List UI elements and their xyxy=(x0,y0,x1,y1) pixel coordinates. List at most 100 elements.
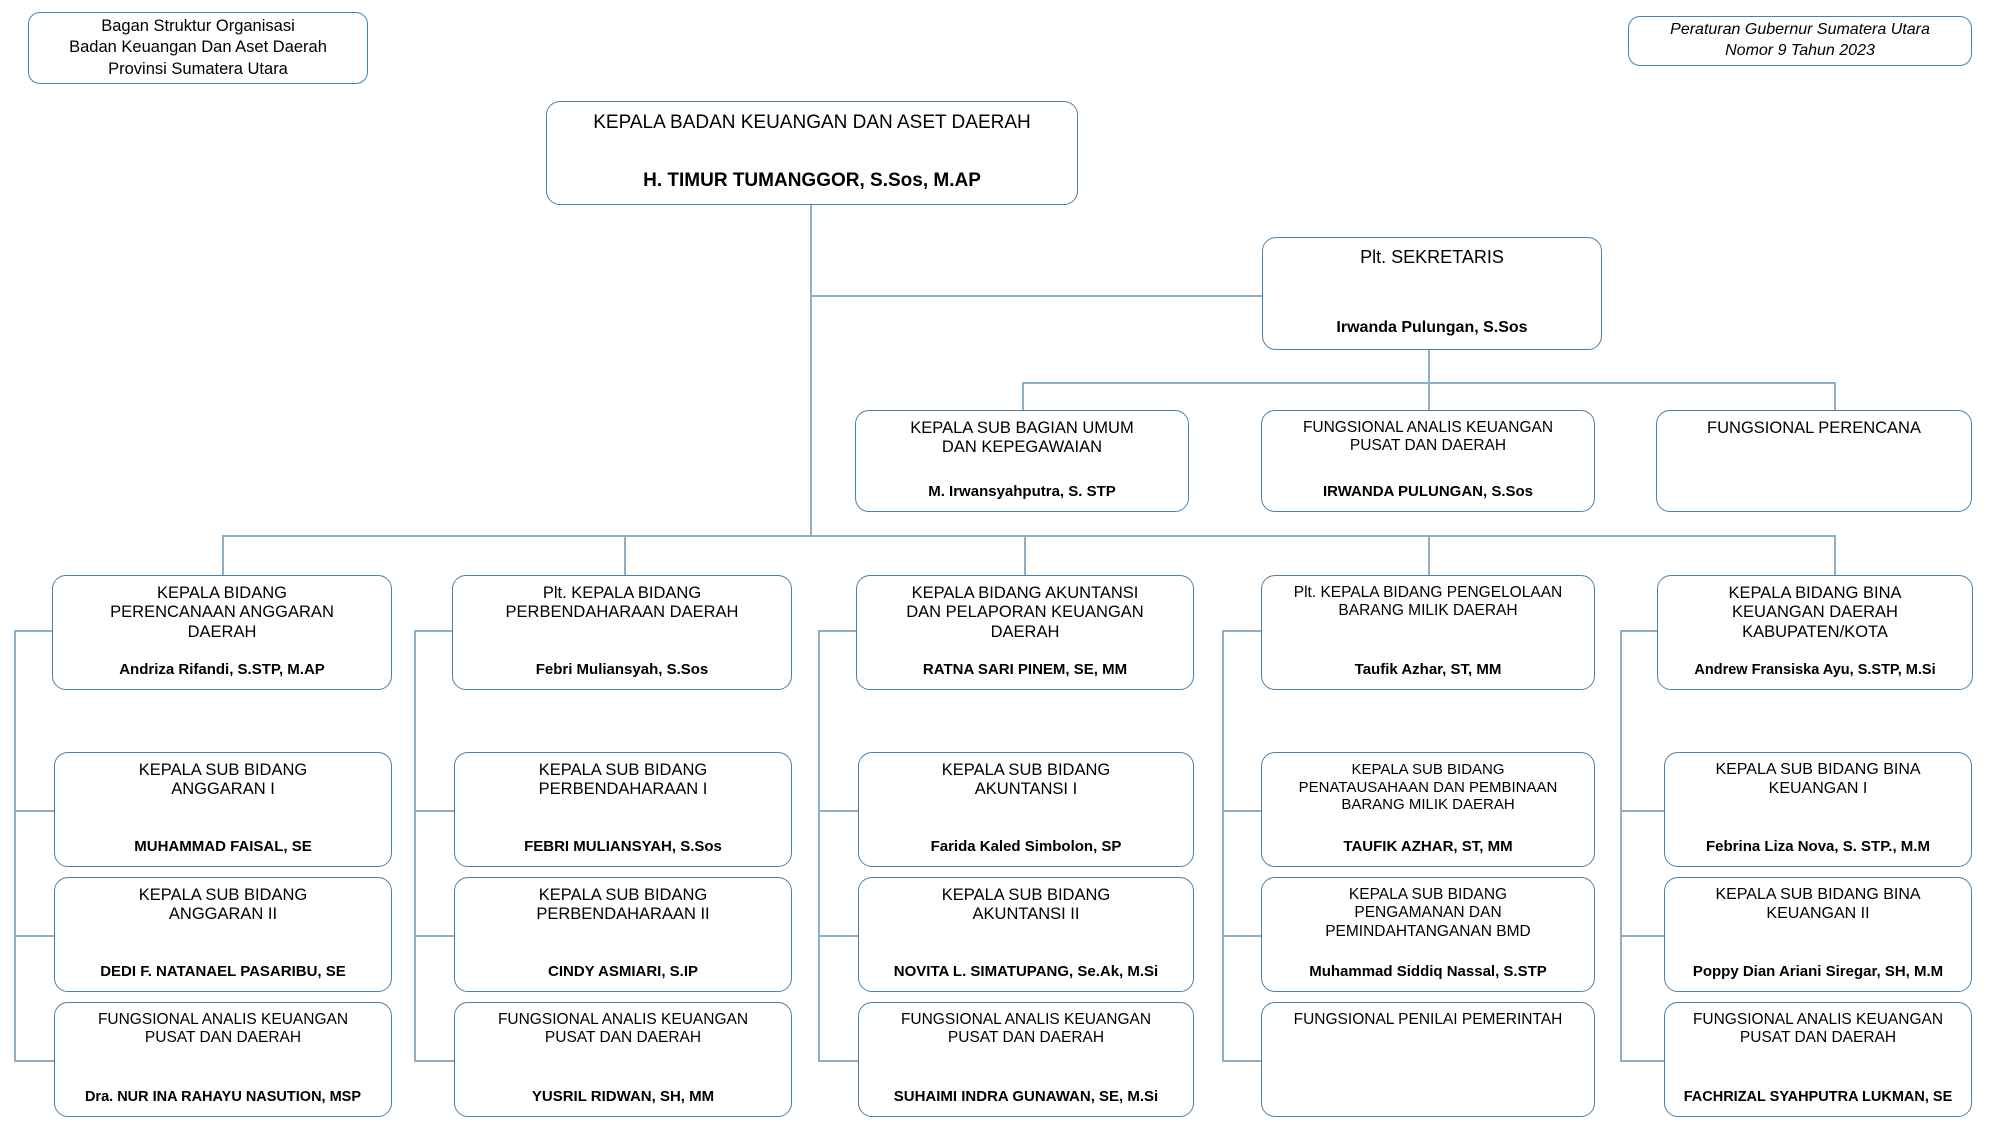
node-division-2-head[interactable]: Plt. KEPALA BIDANG PERBENDAHARAAN DAERAH… xyxy=(452,575,792,690)
connector-col2-to-child-3 xyxy=(414,1060,454,1062)
node-division-4-child-1-person: TAUFIK AZHAR, ST, MM xyxy=(1343,838,1513,856)
node-division-3-child-1-title: KEPALA SUB BIDANG AKUNTANSI I xyxy=(941,761,1111,799)
connector-col5-to-child-1 xyxy=(1620,810,1664,812)
node-division-3-child-3-title: FUNGSIONAL ANALIS KEUANGAN PUSAT DAN DAE… xyxy=(900,1011,1152,1047)
node-division-4-head[interactable]: Plt. KEPALA BIDANG PENGELOLAAN BARANG MI… xyxy=(1261,575,1595,690)
node-division-2-child-1-title: KEPALA SUB BIDANG PERBENDAHARAAN I xyxy=(538,761,708,799)
node-division-4-child-1[interactable]: KEPALA SUB BIDANG PENATAUSAHAAN DAN PEMB… xyxy=(1261,752,1595,867)
connector-col3-to-child-3 xyxy=(818,1060,858,1062)
node-division-4-child-3-title: FUNGSIONAL PENILAI PEMERINTAH xyxy=(1293,1011,1563,1028)
connector-col5-to-child-3 xyxy=(1620,1060,1664,1062)
connector-col3-spine xyxy=(818,630,820,1060)
connector-division-drop-5 xyxy=(1834,535,1836,575)
connector-col2-to-child-2 xyxy=(414,935,454,937)
node-division-5-child-2-title: KEPALA SUB BIDANG BINA KEUANGAN II xyxy=(1715,886,1921,922)
node-division-3-child-3[interactable]: FUNGSIONAL ANALIS KEUANGAN PUSAT DAN DAE… xyxy=(858,1002,1194,1117)
node-division-1-child-3[interactable]: FUNGSIONAL ANALIS KEUANGAN PUSAT DAN DAE… xyxy=(54,1002,392,1117)
node-secretariat-unit-1[interactable]: KEPALA SUB BAGIAN UMUM DAN KEPEGAWAIAN M… xyxy=(855,410,1189,512)
connector-secretariat-drop-2 xyxy=(1428,382,1430,410)
node-division-4-child-2[interactable]: KEPALA SUB BIDANG PENGAMANAN DAN PEMINDA… xyxy=(1261,877,1595,992)
connector-division-drop-2 xyxy=(624,535,626,575)
connector-secretariat-drop-3 xyxy=(1834,382,1836,410)
node-division-4-child-2-title: KEPALA SUB BIDANG PENGAMANAN DAN PEMINDA… xyxy=(1325,886,1531,940)
connector-col2-spine xyxy=(414,630,416,1060)
node-division-3-child-2[interactable]: KEPALA SUB BIDANG AKUNTANSI II NOVITA L.… xyxy=(858,877,1194,992)
node-division-2-child-3[interactable]: FUNGSIONAL ANALIS KEUANGAN PUSAT DAN DAE… xyxy=(454,1002,792,1117)
node-division-1-head-person: Andriza Rifandi, S.STP, M.AP xyxy=(119,661,325,679)
node-division-5-child-3-title: FUNGSIONAL ANALIS KEUANGAN PUSAT DAN DAE… xyxy=(1692,1011,1944,1047)
node-division-3-head[interactable]: KEPALA BIDANG AKUNTANSI DAN PELAPORAN KE… xyxy=(856,575,1194,690)
node-division-5-head[interactable]: KEPALA BIDANG BINA KEUANGAN DAERAH KABUP… xyxy=(1657,575,1973,690)
node-secretary[interactable]: Plt. SEKRETARIS Irwanda Pulungan, S.Sos xyxy=(1262,237,1602,350)
node-division-5-child-1-title: KEPALA SUB BIDANG BINA KEUANGAN I xyxy=(1715,761,1921,797)
node-division-5-child-1-person: Febrina Liza Nova, S. STP., M.M xyxy=(1706,838,1930,856)
connector-col4-to-child-3 xyxy=(1222,1060,1262,1062)
regulation-reference-text: Peraturan Gubernur Sumatera Utara Nomor … xyxy=(1670,21,1930,59)
connector-head-to-secretary xyxy=(810,295,1262,297)
node-division-3-child-2-person: NOVITA L. SIMATUPANG, Se.Ak, M.Si xyxy=(893,963,1159,981)
connector-division-bus xyxy=(222,535,1834,537)
node-division-1-head[interactable]: KEPALA BIDANG PERENCANAAN ANGGARAN DAERA… xyxy=(52,575,392,690)
node-secretariat-unit-3-title: FUNGSIONAL PERENCANA xyxy=(1707,419,1921,437)
node-head-of-agency-person: H. TIMUR TUMANGGOR, S.Sos, M.AP xyxy=(643,169,981,191)
node-division-1-head-title: KEPALA BIDANG PERENCANAAN ANGGARAN DAERA… xyxy=(110,584,334,641)
connector-col1-spine xyxy=(14,630,16,1060)
node-division-3-child-1-person: Farida Kaled Simbolon, SP xyxy=(930,838,1122,856)
connector-col3-to-child-1 xyxy=(818,810,858,812)
node-division-2-child-2[interactable]: KEPALA SUB BIDANG PERBENDAHARAAN II CIND… xyxy=(454,877,792,992)
node-division-5-head-title: KEPALA BIDANG BINA KEUANGAN DAERAH KABUP… xyxy=(1728,584,1902,641)
connector-division-drop-4 xyxy=(1428,535,1430,575)
node-division-2-child-3-person: YUSRIL RIDWAN, SH, MM xyxy=(531,1088,715,1106)
node-division-2-child-2-title: KEPALA SUB BIDANG PERBENDAHARAAN II xyxy=(536,886,710,924)
node-division-2-child-1[interactable]: KEPALA SUB BIDANG PERBENDAHARAAN I FEBRI… xyxy=(454,752,792,867)
connector-col1-to-head xyxy=(14,630,56,632)
node-division-5-child-3[interactable]: FUNGSIONAL ANALIS KEUANGAN PUSAT DAN DAE… xyxy=(1664,1002,1972,1117)
connector-col2-to-head xyxy=(414,630,454,632)
node-division-5-child-2-person: Poppy Dian Ariani Siregar, SH, M.M xyxy=(1692,963,1944,981)
chart-title-text: Bagan Struktur Organisasi Badan Keuangan… xyxy=(69,16,327,78)
node-division-2-head-title: Plt. KEPALA BIDANG PERBENDAHARAAN DAERAH xyxy=(505,584,739,622)
connector-col4-spine xyxy=(1222,630,1224,1060)
connector-col5-to-child-2 xyxy=(1620,935,1664,937)
node-secretariat-unit-2-title: FUNGSIONAL ANALIS KEUANGAN PUSAT DAN DAE… xyxy=(1302,419,1554,455)
connector-col1-to-child-3 xyxy=(14,1060,56,1062)
node-division-1-child-3-person: Dra. NUR INA RAHAYU NASUTION, MSP xyxy=(84,1088,362,1105)
node-division-3-child-3-person: SUHAIMI INDRA GUNAWAN, SE, M.Si xyxy=(893,1088,1159,1106)
node-division-1-child-2-person: DEDI F. NATANAEL PASARIBU, SE xyxy=(100,963,346,981)
node-division-5-child-3-person: FACHRIZAL SYAHPUTRA LUKMAN, SE xyxy=(1683,1088,1953,1105)
node-division-2-head-person: Febri Muliansyah, S.Sos xyxy=(535,661,709,679)
node-head-of-agency[interactable]: KEPALA BADAN KEUANGAN DAN ASET DAERAH H.… xyxy=(546,101,1078,205)
connector-col3-to-child-2 xyxy=(818,935,858,937)
node-secretariat-unit-2[interactable]: FUNGSIONAL ANALIS KEUANGAN PUSAT DAN DAE… xyxy=(1261,410,1595,512)
node-division-1-child-2[interactable]: KEPALA SUB BIDANG ANGGARAN II DEDI F. NA… xyxy=(54,877,392,992)
node-division-2-child-3-title: FUNGSIONAL ANALIS KEUANGAN PUSAT DAN DAE… xyxy=(497,1011,749,1047)
node-division-1-child-2-title: KEPALA SUB BIDANG ANGGARAN II xyxy=(138,886,308,924)
connector-division-drop-3 xyxy=(1024,535,1026,575)
connector-col4-to-child-1 xyxy=(1222,810,1262,812)
connector-col1-to-child-1 xyxy=(14,810,56,812)
node-division-4-child-1-title: KEPALA SUB BIDANG PENATAUSAHAAN DAN PEMB… xyxy=(1298,761,1558,814)
node-division-4-child-3[interactable]: FUNGSIONAL PENILAI PEMERINTAH xyxy=(1261,1002,1595,1117)
connector-secretary-stem xyxy=(1428,350,1430,383)
regulation-reference-box: Peraturan Gubernur Sumatera Utara Nomor … xyxy=(1628,16,1972,66)
connector-col3-to-head xyxy=(818,630,858,632)
connector-col1-to-child-2 xyxy=(14,935,56,937)
node-division-2-child-2-person: CINDY ASMIARI, S.IP xyxy=(547,963,699,981)
node-division-5-child-1[interactable]: KEPALA SUB BIDANG BINA KEUANGAN I Febrin… xyxy=(1664,752,1972,867)
connector-head-stem xyxy=(810,205,812,535)
connector-col5-to-head xyxy=(1620,630,1664,632)
node-division-4-child-2-person: Muhammad Siddiq Nassal, S.STP xyxy=(1309,963,1547,981)
node-division-1-child-3-title: FUNGSIONAL ANALIS KEUANGAN PUSAT DAN DAE… xyxy=(97,1011,349,1047)
node-secretary-title: Plt. SEKRETARIS xyxy=(1360,247,1504,267)
node-secretariat-unit-3[interactable]: FUNGSIONAL PERENCANA xyxy=(1656,410,1972,512)
connector-division-drop-1 xyxy=(222,535,224,575)
chart-title-box: Bagan Struktur Organisasi Badan Keuangan… xyxy=(28,12,368,84)
node-head-of-agency-title: KEPALA BADAN KEUANGAN DAN ASET DAERAH xyxy=(593,112,1031,133)
connector-secretariat-drop-1 xyxy=(1022,382,1024,410)
node-division-5-child-2[interactable]: KEPALA SUB BIDANG BINA KEUANGAN II Poppy… xyxy=(1664,877,1972,992)
node-division-4-head-title: Plt. KEPALA BIDANG PENGELOLAAN BARANG MI… xyxy=(1293,584,1563,620)
node-division-1-child-1[interactable]: KEPALA SUB BIDANG ANGGARAN I MUHAMMAD FA… xyxy=(54,752,392,867)
node-division-3-child-2-title: KEPALA SUB BIDANG AKUNTANSI II xyxy=(941,886,1111,924)
node-division-3-child-1[interactable]: KEPALA SUB BIDANG AKUNTANSI I Farida Kal… xyxy=(858,752,1194,867)
